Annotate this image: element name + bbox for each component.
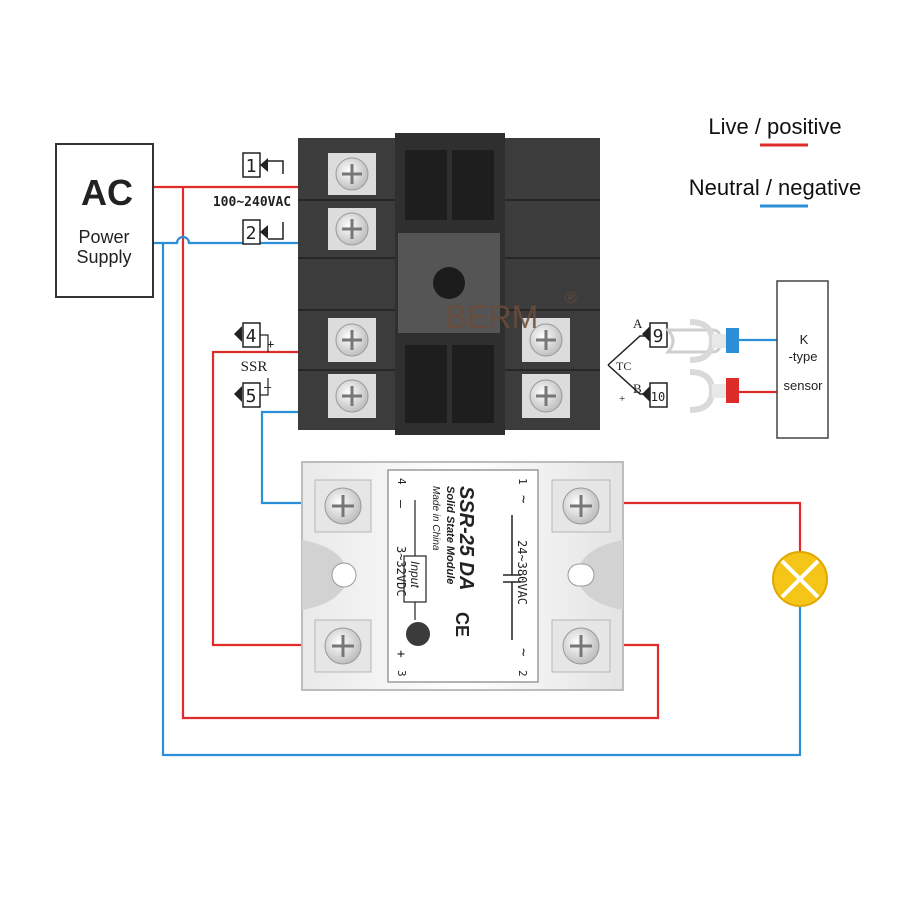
ssr-pin-4: 4 bbox=[395, 478, 408, 485]
terminal-5-number: 5 bbox=[246, 386, 257, 407]
legend-live-label: Live / positive bbox=[708, 114, 841, 139]
ssr-pin-1: 1 bbox=[516, 478, 529, 485]
ssr-model: SSR-25 DA bbox=[455, 486, 477, 590]
label-terminal-2: 2 bbox=[242, 219, 284, 245]
ac-power-supply: AC Power Supply bbox=[55, 143, 154, 298]
controller-ssr-label: SSR bbox=[241, 359, 268, 375]
legend: Live / positive Neutral / negative bbox=[689, 114, 861, 208]
ssr-screw-3 bbox=[314, 619, 372, 673]
screw-terminal-2 bbox=[328, 208, 376, 250]
ssr-mount-slot-right bbox=[567, 563, 595, 587]
legend-neutral-label: Neutral / negative bbox=[689, 175, 861, 200]
label-terminal-4: 4 + bbox=[234, 322, 274, 352]
controller-lower-window-left bbox=[405, 345, 447, 423]
wire-ssr-pin1-to-lamp bbox=[612, 501, 802, 555]
ssr-mount-hole-left bbox=[331, 562, 357, 588]
terminal-9-number: 9 bbox=[653, 326, 664, 347]
ssr-left-flange bbox=[302, 540, 348, 610]
terminal-10-number: 10 bbox=[651, 390, 665, 404]
wire-t5-to-ssr-minus bbox=[260, 410, 323, 505]
ssr-screw-4 bbox=[314, 479, 372, 533]
tc-a-label: A bbox=[633, 316, 643, 331]
sensor-line3: sensor bbox=[783, 378, 823, 393]
power-supply-title: AC bbox=[81, 172, 133, 213]
ssr-made-in: Made in China bbox=[430, 486, 441, 551]
lamp-cross bbox=[780, 559, 820, 599]
controller-ribs bbox=[298, 199, 600, 371]
ssr-output-symbol bbox=[503, 515, 521, 640]
ssr-label-panel bbox=[387, 469, 539, 683]
sensor-line2: -type bbox=[789, 349, 818, 364]
label-terminal-10: 10 bbox=[642, 382, 668, 408]
lug-blue bbox=[664, 319, 739, 363]
terminal-2-number: 2 bbox=[246, 223, 257, 244]
controller-center-hole bbox=[433, 267, 465, 299]
ssr-input-label: Input bbox=[408, 561, 422, 588]
screw-terminal-4 bbox=[328, 318, 376, 362]
ssr-plus: + bbox=[393, 650, 408, 658]
neutral-wires bbox=[153, 235, 802, 757]
ssr-pin-2: 2 bbox=[516, 670, 529, 677]
ssr-pin-3: 3 bbox=[395, 670, 408, 677]
power-supply-line1: Power bbox=[78, 227, 129, 247]
temperature-controller: BERM ® bbox=[298, 133, 600, 435]
tc-label: TC bbox=[616, 359, 631, 373]
ssr-right-flange bbox=[577, 540, 623, 610]
lamp-load bbox=[772, 551, 828, 607]
controller-upper-window-right bbox=[452, 150, 494, 220]
controller-lower-window-right bbox=[452, 345, 494, 423]
controller-brand: BERM bbox=[446, 299, 538, 335]
k-type-sensor: K -type sensor bbox=[776, 280, 829, 439]
controller-upper-window-left bbox=[405, 150, 447, 220]
wire-neutral-to-lamp bbox=[161, 243, 802, 757]
label-terminal-1: 1 bbox=[242, 152, 284, 178]
wire-live-to-ssr-pin2 bbox=[181, 187, 660, 720]
power-supply-box bbox=[55, 143, 154, 298]
ssr-tilde-1: ~ bbox=[515, 495, 531, 503]
ssr-tilde-2: ~ bbox=[515, 648, 531, 656]
controller-screws bbox=[328, 153, 570, 418]
screw-terminal-5 bbox=[328, 374, 376, 418]
lug-red bbox=[689, 369, 739, 413]
ssr-input-voltage: 3~32VDC bbox=[394, 546, 408, 597]
power-supply-line2: Supply bbox=[76, 247, 131, 267]
sensor-lugs bbox=[664, 319, 739, 413]
sensor-line1: K bbox=[800, 332, 809, 347]
screw-terminal-10 bbox=[522, 374, 570, 418]
terminal-4-plus: + bbox=[267, 337, 274, 351]
sensor-box bbox=[776, 280, 829, 439]
controller-registered-mark: ® bbox=[565, 290, 577, 307]
ssr-module: SSR-25 DA Solid State Module Made in Chi… bbox=[301, 461, 624, 691]
ssr-led bbox=[406, 622, 430, 646]
thermocouple-labels: TC A B + 9 10 bbox=[607, 316, 668, 408]
label-terminal-9: 9 bbox=[642, 322, 668, 348]
ssr-screw-1 bbox=[551, 479, 611, 533]
ssr-pin-minus: – bbox=[393, 500, 408, 508]
ssr-label-text: SSR-25 DA Solid State Module Made in Chi… bbox=[393, 478, 531, 677]
tc-b-label: B bbox=[633, 381, 642, 396]
ssr-screw-2 bbox=[551, 619, 611, 673]
terminal-4-number: 4 bbox=[246, 326, 257, 347]
screw-terminal-1 bbox=[328, 153, 376, 195]
ssr-output-voltage: 24~380VAC bbox=[515, 540, 529, 605]
ssr-ce-mark: CE bbox=[452, 612, 472, 637]
controller-left-labels: 1 100~240VAC 2 4 + SSR 5 – bbox=[213, 152, 291, 408]
terminal-1-number: 1 bbox=[246, 156, 257, 177]
terminal-5-minus: – bbox=[264, 380, 272, 394]
controller-voltage-label: 100~240VAC bbox=[213, 195, 291, 210]
ssr-subtitle: Solid State Module bbox=[444, 486, 456, 584]
wire-ac-neutral-to-t2 bbox=[153, 235, 323, 245]
screw-terminal-9 bbox=[522, 318, 570, 362]
tc-plus-label: + bbox=[619, 393, 625, 405]
label-terminal-5: 5 – bbox=[234, 378, 272, 408]
